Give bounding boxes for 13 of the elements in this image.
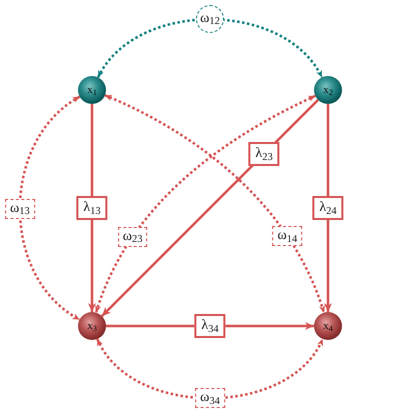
edge-label: ω$_{34}$: [195, 388, 225, 408]
edge-label: ω$_{12}$: [196, 5, 224, 34]
edge-label: λ$_{23}$: [248, 142, 280, 166]
edge-label: ω$_{23}$: [118, 226, 148, 247]
edge-label: ω$_{13}$: [5, 198, 35, 219]
edge-label: ω$_{14}$: [272, 226, 302, 246]
edge-label: λ$_{34}$: [194, 314, 226, 338]
dotted-arrow: [18, 96, 80, 321]
arrow: [324, 104, 332, 312]
arrow: [88, 104, 96, 312]
edge-label: λ$_{13}$: [76, 196, 108, 220]
dotted-arrow: [96, 338, 324, 400]
edge-label: λ$_{24}$: [312, 196, 344, 220]
